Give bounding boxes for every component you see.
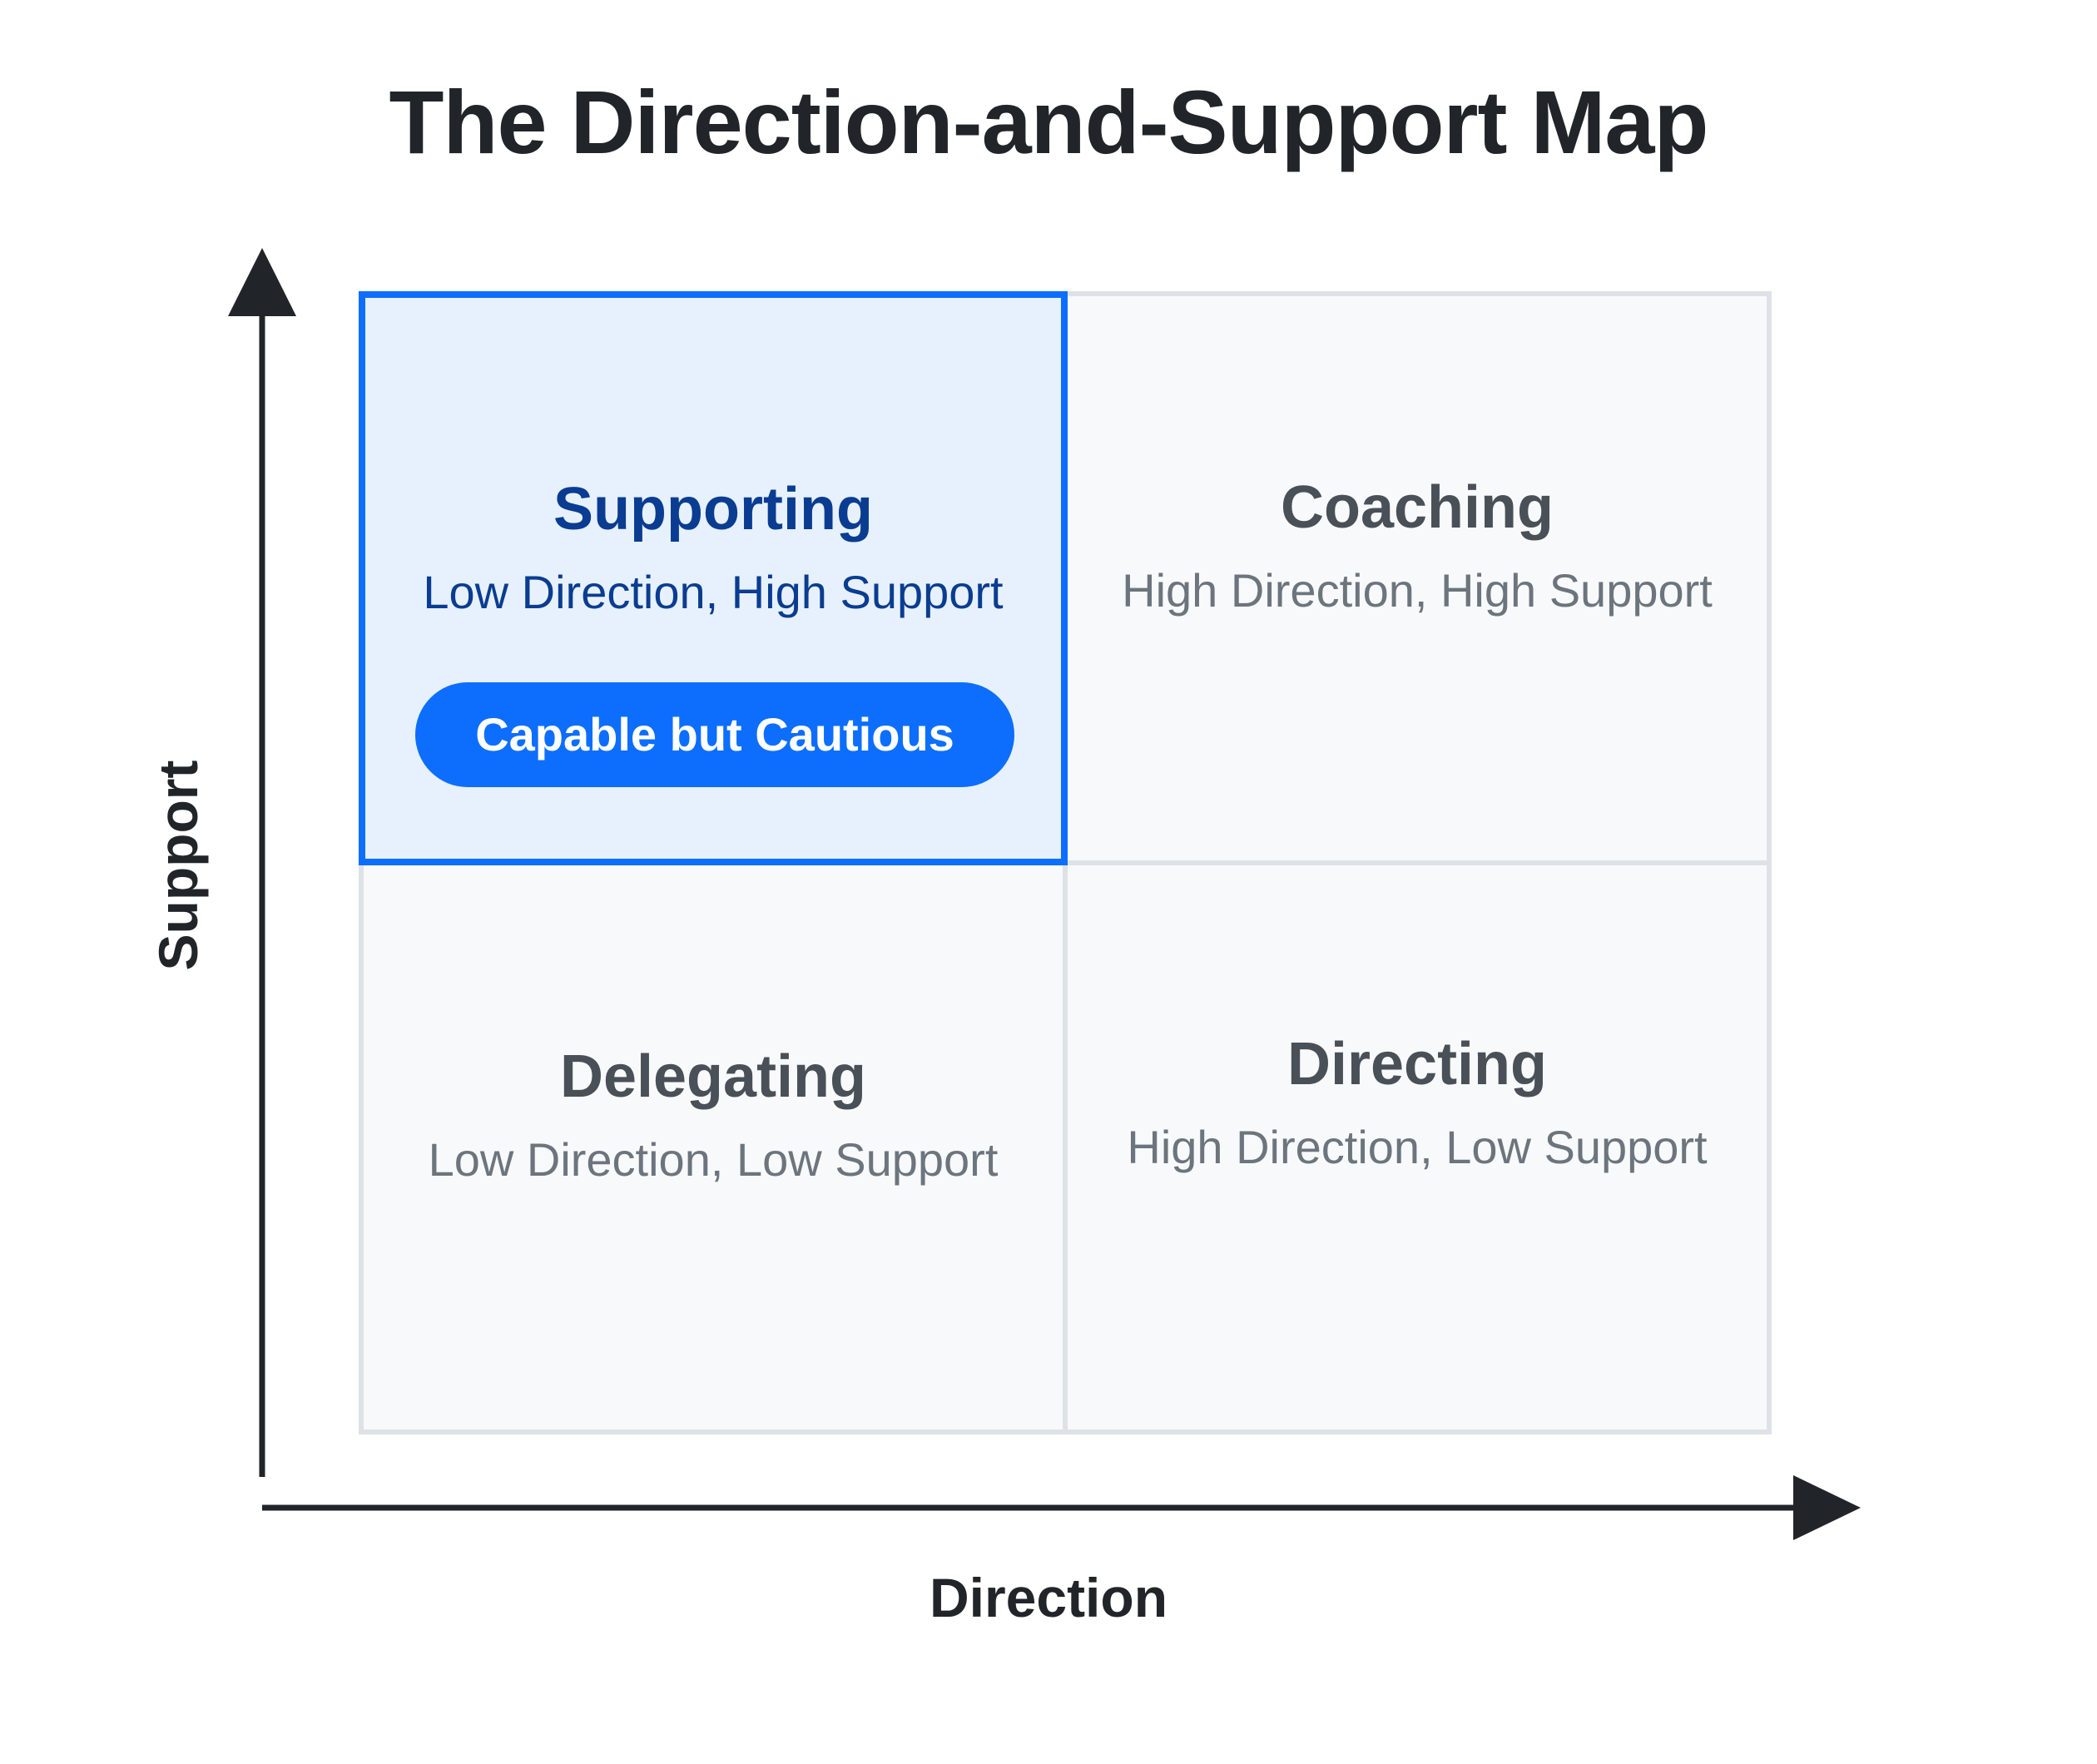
quadrant-description: High Direction, Low Support: [1127, 1121, 1708, 1173]
y-axis-label-text: Support: [147, 760, 209, 971]
diagram-title: The Direction-and-Support Map: [389, 72, 1709, 172]
x-axis-label: Direction: [929, 1567, 1168, 1628]
quadrant-name: Coaching: [1280, 474, 1554, 541]
quadrant-description: Low Direction, High Support: [423, 566, 1004, 618]
quadrant-name: Delegating: [559, 1043, 867, 1110]
quadrant-coaching: Coaching High Direction, High Support: [1063, 291, 1772, 865]
highlight-tag-pill: Capable but Cautious: [415, 682, 1014, 787]
y-axis-arrowhead-icon: [228, 248, 296, 316]
quadrant-name: Supporting: [553, 476, 873, 543]
quadrant-description: High Direction, High Support: [1122, 564, 1713, 617]
quadrant-description: Low Direction, Low Support: [428, 1133, 999, 1186]
x-axis-arrowhead-icon: [1793, 1475, 1861, 1540]
y-axis: [228, 248, 296, 1477]
quadrant-name: Directing: [1286, 1031, 1548, 1098]
quadrant-supporting: Supporting Low Direction, High Support C…: [359, 291, 1068, 865]
x-axis: [262, 1475, 1861, 1540]
quadrant-directing: Directing High Direction, Low Support: [1063, 860, 1772, 1434]
quadrant-delegating: Delegating Low Direction, Low Support: [359, 860, 1068, 1434]
